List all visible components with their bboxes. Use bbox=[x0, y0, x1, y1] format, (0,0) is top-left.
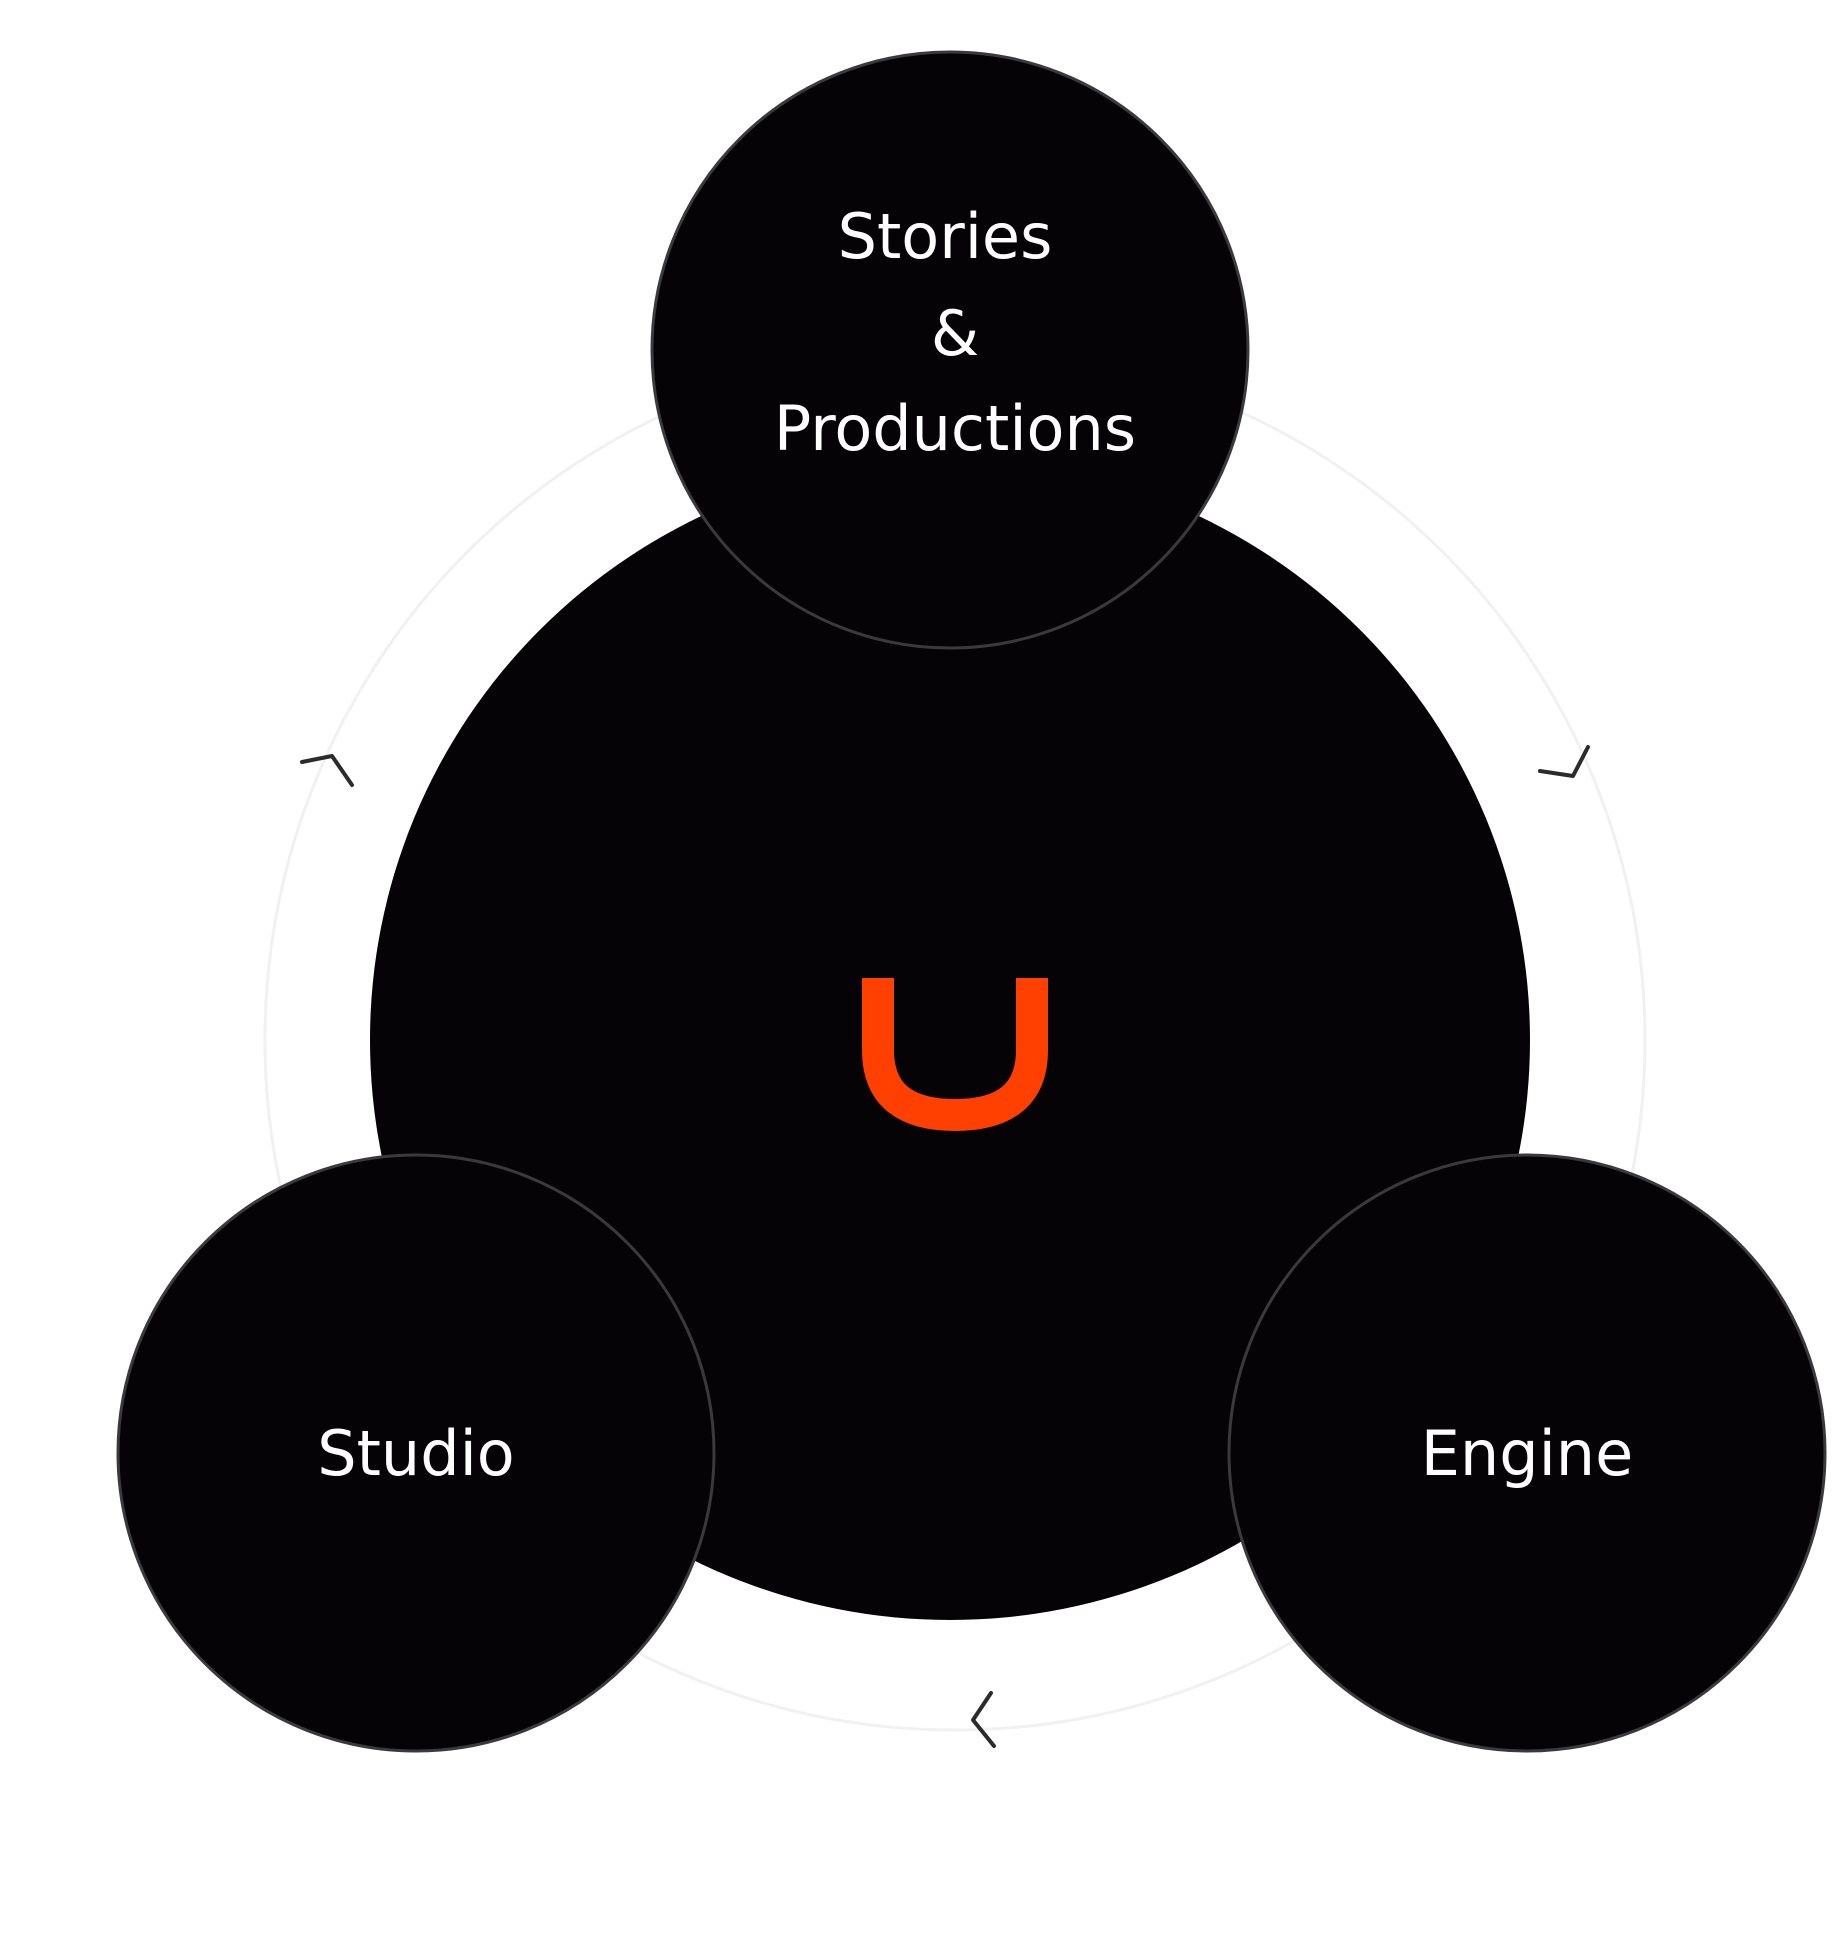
node-stories-productions[interactable]: Stories & Productions bbox=[650, 50, 1250, 650]
node-label-engine: Engine bbox=[1421, 1417, 1634, 1490]
node-circle bbox=[650, 50, 1250, 650]
node-label-line2: & bbox=[931, 297, 979, 370]
chevron-icon bbox=[971, 1691, 996, 1748]
chevron-icon bbox=[1538, 745, 1590, 778]
u-logo-icon bbox=[862, 978, 1048, 1132]
node-engine[interactable]: Engine bbox=[1227, 1153, 1827, 1753]
node-label-line3: Productions bbox=[774, 392, 1136, 465]
chevron-icon bbox=[300, 754, 354, 787]
node-label-line1: Stories bbox=[838, 200, 1053, 273]
node-label-studio: Studio bbox=[317, 1417, 514, 1490]
node-circle bbox=[1227, 1153, 1827, 1753]
node-studio[interactable]: Studio bbox=[116, 1153, 716, 1753]
node-circle bbox=[116, 1153, 716, 1753]
